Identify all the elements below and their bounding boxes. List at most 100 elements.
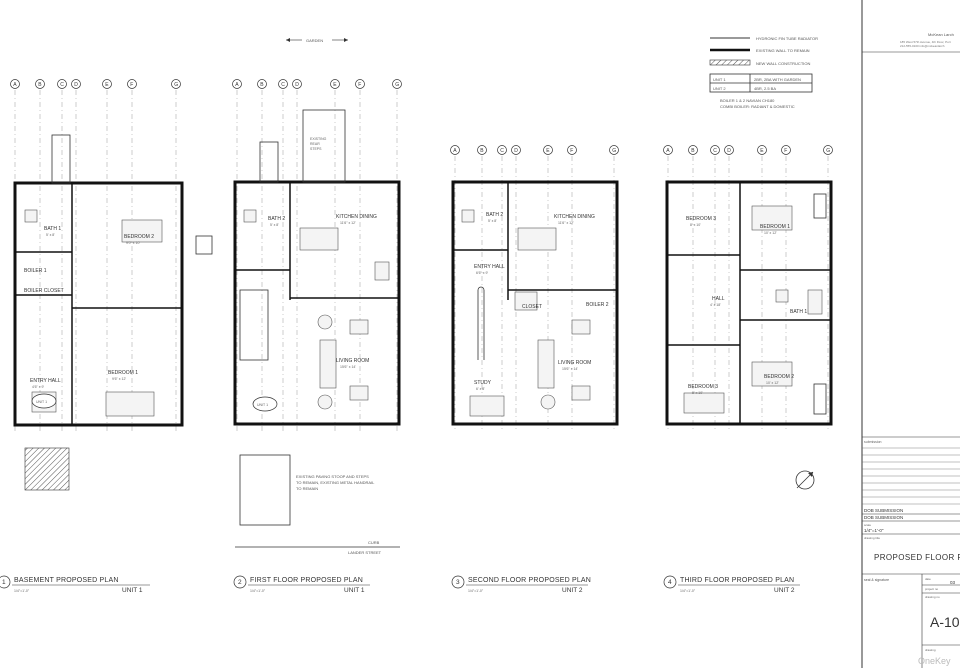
project-label: project no [925, 587, 939, 591]
plan-title-text-4: THIRD FLOOR PROPOSED PLAN [680, 577, 794, 584]
bedroom-2-bed [121, 219, 163, 243]
north-arrow-icon [795, 470, 815, 490]
armchair-1 [571, 319, 591, 335]
dining-table [299, 227, 339, 251]
grid-bubble-letter: B [38, 82, 42, 88]
room-bedroom-3-front-dim: 8' x 10' [692, 391, 703, 395]
grid-bubble-letter: G [612, 148, 616, 154]
grid-bubble-letter: F [784, 148, 787, 154]
plan-number-4: 4 [668, 579, 672, 586]
rear-steps-note-2: REAR [310, 142, 320, 146]
bedroom-1-closet [813, 193, 827, 219]
plan-number-3: 3 [456, 579, 460, 586]
plan-title-text-3: SECOND FLOOR PROPOSED PLAN [468, 577, 591, 584]
room-bedroom-1: BEDROOM 1 [108, 370, 138, 376]
grid-bubble [450, 145, 460, 155]
seal-label: seal & signature [864, 578, 889, 582]
plan-unit-3: UNIT 2 [562, 587, 583, 594]
drawing-no-label: drawing no [925, 595, 940, 599]
bath-2-toilet [461, 209, 475, 223]
closet-box [514, 291, 538, 311]
room-boiler-1: BOILER 1 [24, 268, 47, 274]
room-kitchen-dining: KITCHEN DINING [336, 214, 377, 220]
firm-address: 185 West 57th Avenue, 4th Floor, Port [900, 40, 951, 44]
room-boiler-closet: BOILER CLOSET [24, 288, 64, 294]
rear-steps-note-1: EXISTING [310, 137, 327, 141]
date-label: date [925, 577, 931, 581]
plan-title-4: 4 THIRD FLOOR PROPOSED PLAN 1/4"=1'-0" U… [663, 575, 800, 594]
watermark: OneKey [918, 656, 951, 666]
grid-bubble [330, 79, 340, 89]
room-living-room: LIVING ROOM [558, 360, 591, 366]
plan-number-2: 2 [238, 579, 242, 586]
drawing-title-label: drawing title [864, 536, 880, 540]
grid-bubble-letter: E [760, 148, 764, 154]
grid-bubble-letter: A [453, 148, 457, 154]
unit-tag-bubble [31, 393, 57, 409]
first-floor-unit-tag: UNIT 1 [257, 403, 268, 407]
drawing-label: drawing [925, 648, 936, 652]
grid-bubble [102, 79, 112, 89]
room-study: STUDY [474, 380, 492, 386]
plan-titles: 1 BASEMENT PROPOSED PLAN 1/4"=1'-0" UNIT… [0, 575, 800, 594]
grid-bubble [257, 79, 267, 89]
plan-unit-1: UNIT 1 [122, 587, 143, 594]
room-bedroom-3-front: BEDROOM 3 [688, 384, 718, 390]
units-table-desc-2: 4BR, 2.5 BA [754, 86, 776, 91]
grid-bubble-letter: C [60, 82, 64, 88]
room-bedroom-1-dim: 9'6" x 12' [112, 377, 126, 381]
bath-2-toilet [243, 209, 257, 223]
study-desk [469, 395, 505, 417]
third-floor-outer-wall [665, 180, 833, 426]
grid-bubble [57, 79, 67, 89]
grid-bubble [497, 145, 507, 155]
basement-areaway [24, 447, 70, 491]
boiler-note-2: COMBI BOILER: RADIANT & DOMESTIC [720, 104, 795, 109]
plan-scale-2: 1/4"=1'-0" [250, 589, 266, 593]
living-room-sofa [537, 339, 555, 389]
plan-number-1: 1 [2, 579, 6, 586]
grid-bubble [688, 145, 698, 155]
grid-bubble-letter: A [235, 82, 239, 88]
room-entry-hall: ENTRY HALL [474, 264, 505, 270]
room-hall-dim: 4' x 18' [710, 303, 721, 307]
sheet-number: A-10 [930, 614, 960, 630]
grid-bubble [724, 145, 734, 155]
side-table [540, 394, 556, 410]
plan-title-1: 1 BASEMENT PROPOSED PLAN 1/4"=1'-0" UNIT… [0, 575, 150, 594]
rear-steps [302, 109, 346, 183]
bedroom-3-bed [683, 392, 725, 414]
grid-bubble [823, 145, 833, 155]
room-bath-2: BATH 2 [268, 216, 285, 222]
room-closet: CLOSET [522, 304, 542, 310]
room-entry-hall-dim: 6'6" x 9' [476, 271, 488, 275]
grid-bubble [543, 145, 553, 155]
grid-bubble-letter: F [570, 148, 573, 154]
curb-label: CURB [368, 540, 380, 545]
legend-item-0: HYDRONIC FIN TUBE RADIATOR [756, 36, 818, 41]
room-living-room-dim: 15'6" x 14' [562, 367, 578, 371]
paving-note-1: EXISTING PAVING STOOP AND STEPS [296, 474, 369, 479]
grid-bubble [781, 145, 791, 155]
grid-bubble-letter: C [713, 148, 717, 154]
paving-note-3: TO REMAIN [296, 486, 318, 491]
scale-value: 1/4"=1'-0" [864, 528, 884, 533]
grid-bubble-letter: G [174, 82, 178, 88]
room-living-room-dim: 15'6" x 14' [340, 365, 356, 369]
plan-unit-2: UNIT 1 [344, 587, 365, 594]
rear-steps-note-3: STEPS [310, 147, 322, 151]
kitchen-range [374, 261, 390, 281]
second-floor-outer-wall [451, 180, 619, 426]
room-hall: HALL [712, 296, 725, 302]
grid-bubble-letter: A [13, 82, 17, 88]
plan-title-text-1: BASEMENT PROPOSED PLAN [14, 577, 119, 584]
plan-scale-3: 1/4"=1'-0" [468, 589, 484, 593]
living-room-sofa [319, 339, 337, 389]
grid-bubble-letter: F [358, 82, 361, 88]
grid-bubble [278, 79, 288, 89]
units-table-unit-1: UNIT 1 [713, 77, 726, 82]
armchair-2 [571, 385, 591, 401]
room-entry-hall: ENTRY HALL [30, 378, 61, 384]
submission-label: submission [864, 440, 882, 444]
